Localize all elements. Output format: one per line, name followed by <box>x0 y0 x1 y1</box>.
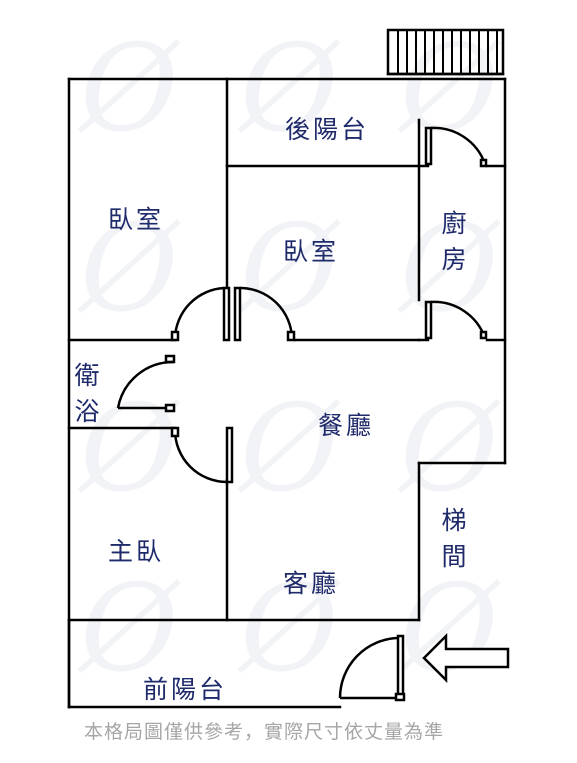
watermark: Ø <box>80 380 179 519</box>
door-swing <box>338 636 399 699</box>
room-label-bathroom: 衛 浴 <box>72 358 102 430</box>
watermark: Ø <box>240 200 339 339</box>
room-label-stairs-char: 梯 <box>441 506 467 535</box>
watermark: Ø <box>80 20 179 159</box>
door-swing <box>430 300 487 339</box>
door-swing <box>173 286 225 339</box>
watermark: Ø <box>400 200 499 339</box>
door-leaf <box>222 286 231 342</box>
door-leaf <box>424 126 433 166</box>
room-label-master-bedroom: 主臥 <box>108 537 165 566</box>
room-label-dining: 餐廳 <box>318 411 375 440</box>
watermark: Ø <box>80 560 179 699</box>
room-label-front-balcony: 前陽台 <box>143 675 228 704</box>
room-label-living: 客廳 <box>283 569 340 598</box>
watermark: Ø <box>400 380 499 519</box>
door-swing <box>173 429 228 484</box>
watermark: Ø <box>240 20 339 159</box>
room-label-kitchen-char: 房 <box>441 245 467 274</box>
door-swing <box>239 286 294 339</box>
watermark: Ø <box>400 560 499 699</box>
disclaimer-text: 本格局圖僅供參考，實際尺寸依丈量為準 <box>84 721 445 743</box>
room-label-stairs: 梯 間 <box>439 503 469 575</box>
room-label-kitchen: 廚 房 <box>439 206 469 278</box>
room-label-bathroom-char: 浴 <box>74 397 100 426</box>
watermark: Ø <box>80 200 179 339</box>
door-leaf <box>233 286 242 342</box>
watermark: Ø <box>240 380 339 519</box>
watermark: Ø <box>240 560 339 699</box>
door-leaf <box>225 426 234 484</box>
room-label-bedroom-center: 臥室 <box>283 237 340 266</box>
entrance-arrow-icon <box>422 632 510 684</box>
room-label-rear-balcony: 後陽台 <box>285 115 370 144</box>
room-label-bathroom-char: 衛 <box>74 361 100 390</box>
door-leaf <box>396 634 405 700</box>
door-swing <box>430 126 487 165</box>
room-label-stairs-char: 間 <box>441 542 467 571</box>
balcony-railing <box>386 28 505 76</box>
door-swing <box>116 360 175 409</box>
room-label-bedroom-top-left: 臥室 <box>108 205 165 234</box>
door-leaf <box>424 300 433 340</box>
room-label-kitchen-char: 廚 <box>441 209 467 238</box>
